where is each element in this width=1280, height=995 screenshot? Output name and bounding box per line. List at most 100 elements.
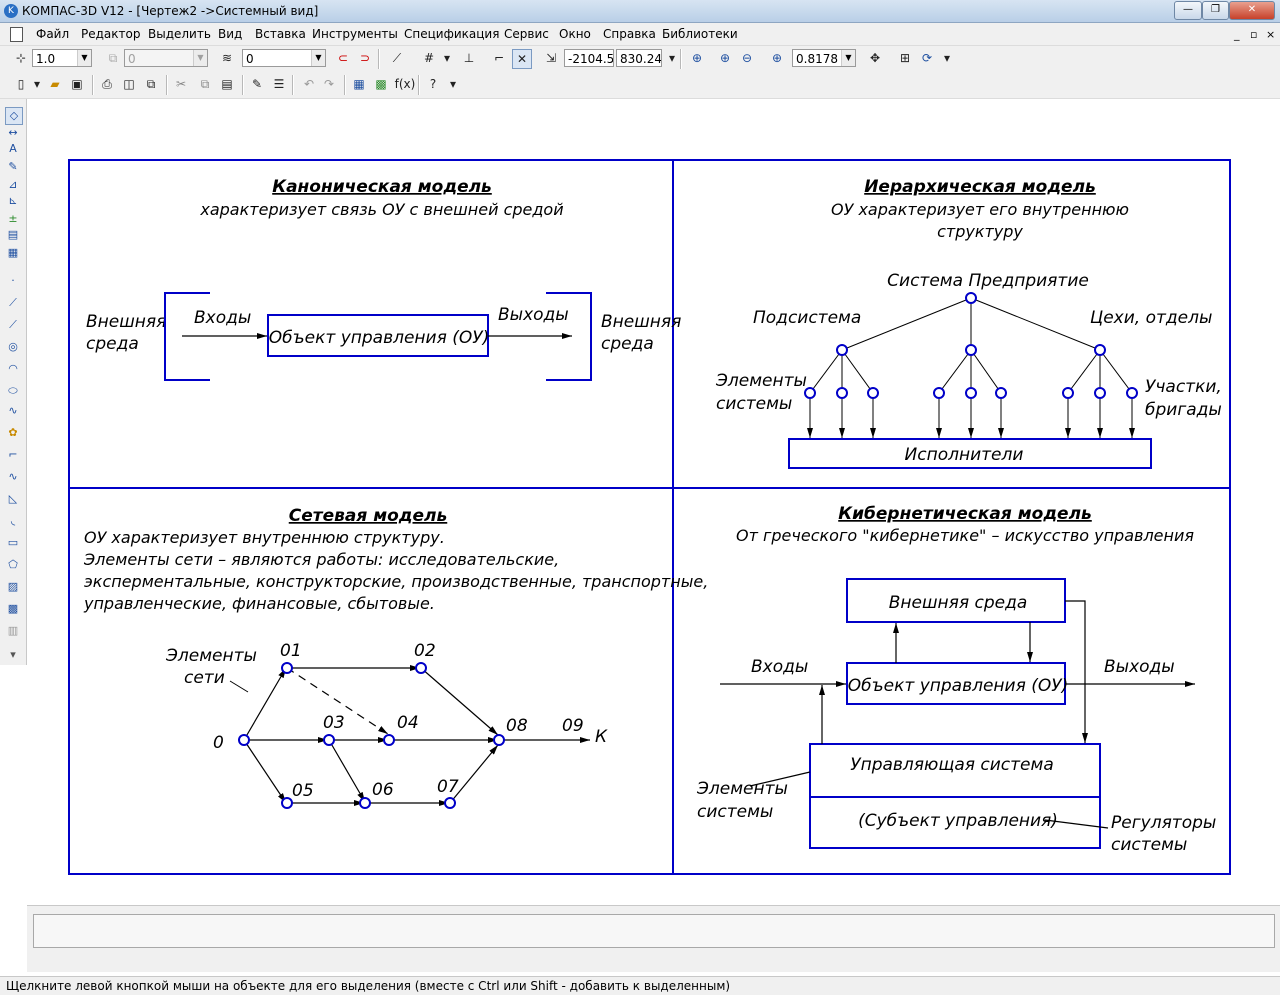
hatch-tool-icon[interactable]: ▨: [7, 580, 19, 593]
step-combo[interactable]: 1.0▼: [32, 49, 92, 67]
measure-panel-icon[interactable]: ⊾: [8, 194, 18, 207]
redo-icon[interactable]: ↷: [323, 77, 335, 91]
panel-more-icon[interactable]: ▾: [10, 648, 16, 661]
ortho-icon[interactable]: ⟋: [392, 51, 402, 65]
paste-icon[interactable]: ▤: [221, 77, 233, 91]
layer-combo[interactable]: 0▼: [242, 49, 326, 67]
parametric-mode-icon[interactable]: ✕: [512, 49, 532, 69]
menu-bar: Файл Редактор Выделить Вид Вставка Инстр…: [0, 23, 1280, 46]
point-tool-icon[interactable]: ·: [11, 274, 15, 287]
coord-x-field[interactable]: -2104.5: [564, 49, 614, 67]
snap-magnet-icon[interactable]: ⊂: [337, 51, 349, 65]
save-icon[interactable]: ▣: [71, 77, 83, 91]
menu-service[interactable]: Сервис: [504, 27, 549, 41]
associative-views-icon[interactable]: ▤: [7, 228, 19, 241]
document-manager-icon[interactable]: ⧉: [146, 77, 156, 91]
contour-tool-icon[interactable]: ▥: [7, 624, 19, 637]
variables-icon[interactable]: f(x): [394, 77, 416, 91]
polyline-tool-icon[interactable]: ⌐: [8, 448, 18, 461]
drawing-canvas[interactable]: Каноническая модель характеризует связь …: [27, 99, 1280, 905]
grid-dropdown-icon[interactable]: ▾: [443, 51, 451, 65]
pan-icon[interactable]: ✥: [869, 51, 881, 65]
mdi-minimize-button[interactable]: _: [1234, 28, 1240, 41]
open-folder-icon[interactable]: ▰: [50, 77, 60, 91]
minimize-button[interactable]: —: [1174, 1, 1202, 20]
zoom-value: 0.8178: [796, 52, 838, 66]
arc-tool-icon[interactable]: ◠: [8, 362, 18, 375]
chevron-down-icon[interactable]: ▼: [841, 50, 855, 66]
menu-view[interactable]: Вид: [218, 27, 243, 41]
cut-icon[interactable]: ✂: [175, 77, 187, 91]
properties-icon[interactable]: ☰: [273, 77, 285, 91]
fill-tool-icon[interactable]: ▩: [7, 602, 19, 615]
mdi-restore-button[interactable]: ▫: [1250, 28, 1258, 41]
drawing-sheet[interactable]: Каноническая модель характеризует связь …: [27, 99, 1280, 905]
new-document-icon[interactable]: ▯: [17, 77, 25, 91]
hierarchical-subtitle-1: ОУ характеризует его внутреннюю: [831, 200, 1129, 219]
properties-panel[interactable]: [33, 914, 1275, 948]
dimensions-panel-icon[interactable]: ↔: [8, 126, 18, 139]
print-icon[interactable]: ⎙: [102, 77, 112, 91]
edit-panel-icon[interactable]: ✎: [8, 160, 18, 173]
parametrization-panel-icon[interactable]: ⊿: [8, 178, 18, 191]
refresh-icon[interactable]: ⟳: [921, 51, 933, 65]
copy-properties-icon[interactable]: ✎: [251, 77, 263, 91]
manager-icon[interactable]: ▦: [353, 77, 365, 91]
polygon-tool-icon[interactable]: ⬠: [8, 558, 18, 571]
geometry-panel-icon[interactable]: ◇: [5, 107, 23, 125]
zoom-window-icon[interactable]: ⊕: [691, 51, 703, 65]
library-manager-icon[interactable]: ▩: [375, 77, 387, 91]
toolbar-overflow-icon[interactable]: ▾: [943, 51, 951, 65]
spec-panel-icon[interactable]: ▦: [7, 246, 19, 259]
local-cs-icon[interactable]: ⊥: [463, 51, 475, 65]
spline-tool-icon[interactable]: ∿: [8, 470, 18, 483]
designations-panel-icon[interactable]: A: [9, 142, 17, 155]
menu-select[interactable]: Выделить: [148, 27, 211, 41]
copy-icon[interactable]: ⧉: [200, 77, 210, 91]
undo-icon[interactable]: ↶: [303, 77, 315, 91]
menu-editor[interactable]: Редактор: [81, 27, 141, 41]
document-icon[interactable]: [10, 27, 23, 42]
chevron-down-icon[interactable]: ▼: [311, 50, 325, 66]
network-line-1: ОУ характеризует внутреннюю структуру.: [84, 528, 445, 547]
coord-y-field[interactable]: 830.24: [616, 49, 662, 67]
close-button[interactable]: ✕: [1229, 1, 1275, 20]
ellipse-tool-icon[interactable]: ⬭: [8, 384, 18, 397]
zoom-out-icon[interactable]: ⊖: [741, 51, 753, 65]
mdi-close-button[interactable]: ×: [1266, 28, 1276, 41]
context-help-icon[interactable]: ?: [429, 77, 437, 91]
print-preview-icon[interactable]: ◫: [123, 77, 135, 91]
chamfer-tool-icon[interactable]: ◺: [8, 492, 18, 505]
bezier-tool-icon[interactable]: ∿: [8, 404, 18, 417]
select-panel-icon[interactable]: ±: [8, 212, 18, 225]
current-state-toolbar: ⊹ 1.0▼ ⧉ 0▼ ≋ 0▼ ⊂ ⊃ ⟋ # ▾ ⊥ ⌐ ✕ ⇲ -2104…: [0, 46, 1280, 73]
new-dropdown-icon[interactable]: ▾: [33, 77, 41, 91]
grid-icon[interactable]: #: [423, 51, 435, 65]
zoom-in-icon[interactable]: ⊕: [719, 51, 731, 65]
menu-libraries[interactable]: Библиотеки: [662, 27, 738, 41]
grip-step-icon[interactable]: ⊹: [15, 51, 27, 65]
layer-icon[interactable]: ≋: [221, 51, 233, 65]
menu-file[interactable]: Файл: [36, 27, 70, 41]
zoom-scale-icon[interactable]: ⊕: [771, 51, 783, 65]
segment-tool-icon[interactable]: ⟋: [9, 318, 17, 331]
auxiliary-line-icon[interactable]: ⟋: [9, 296, 17, 309]
fillet-tool-icon[interactable]: ◟: [10, 514, 16, 527]
local-snap-icon[interactable]: ⊃: [359, 51, 371, 65]
ortho-mode-icon[interactable]: ⌐: [493, 51, 505, 65]
menu-tools[interactable]: Инструменты: [312, 27, 398, 41]
toolbar-overflow-icon[interactable]: ▾: [668, 51, 676, 65]
chevron-down-icon[interactable]: ▼: [77, 50, 91, 66]
separator: [418, 75, 420, 95]
menu-help[interactable]: Справка: [603, 27, 656, 41]
menu-specification[interactable]: Спецификация: [404, 27, 500, 41]
nurbs-tool-icon[interactable]: ✿: [8, 426, 18, 439]
show-all-icon[interactable]: ⊞: [899, 51, 911, 65]
zoom-combo[interactable]: 0.8178▼: [792, 49, 856, 67]
restore-button[interactable]: ❐: [1202, 1, 1229, 20]
rectangle-tool-icon[interactable]: ▭: [7, 536, 19, 549]
circle-tool-icon[interactable]: ◎: [8, 340, 18, 353]
toolbar-overflow-icon[interactable]: ▾: [449, 77, 457, 91]
menu-window[interactable]: Окно: [559, 27, 591, 41]
menu-insert[interactable]: Вставка: [255, 27, 306, 41]
